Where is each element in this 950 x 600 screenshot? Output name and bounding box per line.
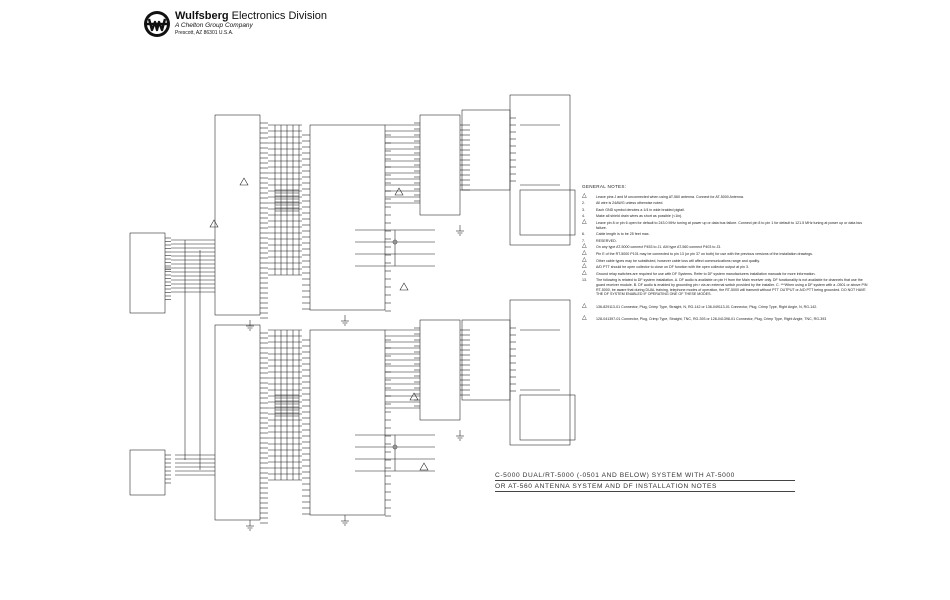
note-item: 3. Each GND symbol denotes a 1/4 in wide … <box>582 208 872 213</box>
warning-triangle-icon: △ <box>582 302 587 309</box>
note-text: Ground relay switches are required for u… <box>596 271 816 276</box>
connector-notes: △ 136-829113-01 Connector, Plug, Crimp Ty… <box>582 302 872 322</box>
note-item: 4. Make all shield drain wires as short a… <box>582 214 872 219</box>
note-item: △ Leave pins J and M unconnected when usi… <box>582 192 872 200</box>
title-underline <box>495 491 795 492</box>
connector-note-text: 128-041397-01 Connector, Plug, Crimp Typ… <box>596 317 827 322</box>
note-triangle-icon <box>209 219 219 228</box>
warning-triangle-icon: △ <box>582 218 587 225</box>
antenna-interface-box <box>419 319 461 421</box>
switch-node <box>392 239 398 245</box>
note-number: 2. <box>582 201 585 206</box>
note-item: 6. Cable length is to be 25 feet max. <box>582 232 872 237</box>
antenna-coupler-box <box>509 94 571 246</box>
note-number: 3. <box>582 207 585 212</box>
notes-list: △ Leave pins J and M unconnected when usi… <box>582 192 872 297</box>
controller-unit-box <box>214 114 261 316</box>
diagram-title: C-5000 DUAL/RT-5000 (-0501 AND BELOW) SY… <box>495 470 795 492</box>
note-item: △ Leave pin 8 or pin 6 open for default t… <box>582 218 872 230</box>
note-item: △ Pin E of the RT-5000 P101 may be connec… <box>582 249 872 257</box>
note-triangle-icon <box>419 462 429 471</box>
connector-note-text: 136-829113-01 Connector, Plug, Crimp Typ… <box>596 304 818 309</box>
warning-triangle-icon: △ <box>582 269 587 276</box>
company-name: Wulfsberg Electronics Division <box>175 10 327 22</box>
antenna-coupler-box <box>509 299 571 446</box>
note-text: Other cable types may be substituted, ho… <box>596 258 760 263</box>
transceiver-box <box>309 124 386 311</box>
note-text: A/D PTT should be open collector to clos… <box>596 265 749 270</box>
note-text: The following is related to DF system in… <box>596 278 868 297</box>
note-text: On any type AT-5000 connect P453 to J1. … <box>596 245 722 250</box>
connector-note: △ 128-041397-01 Connector, Plug, Crimp Ty… <box>582 315 872 322</box>
transceiver-box <box>309 329 386 516</box>
remote-unit-box <box>129 449 166 496</box>
note-item: △ A/D PTT should be open collector to clo… <box>582 263 872 270</box>
diagram-title-line-2: OR AT-560 ANTENNA SYSTEM AND DF INSTALLA… <box>495 483 717 490</box>
note-item: △ On any type AT-5000 connect P453 to J1.… <box>582 243 872 250</box>
note-text: Leave pins J and M unconnected when usin… <box>596 194 744 199</box>
warning-triangle-icon: △ <box>582 192 587 199</box>
receiver-box <box>519 394 576 441</box>
warning-triangle-icon: △ <box>582 256 587 263</box>
note-item: △ Ground relay switches are required for … <box>582 269 872 277</box>
warning-triangle-icon: △ <box>582 315 587 322</box>
company-tagline: A Chelton Group Company <box>175 22 253 29</box>
note-triangle-icon <box>239 177 249 186</box>
notes-heading: GENERAL NOTES: <box>582 184 627 189</box>
note-text: Leave pin 8 or pin 6 open for default to… <box>596 220 863 230</box>
company-address: Prescott, AZ 86301 U.S.A. <box>175 30 234 36</box>
note-text: Cable length is to be 25 feet max. <box>596 232 650 237</box>
diagram-title-line-1: C-5000 DUAL/RT-5000 (-0501 AND BELOW) SY… <box>495 472 735 479</box>
general-notes: GENERAL NOTES: △ Leave pins J and M uncon… <box>582 184 872 322</box>
note-number: 13. <box>582 278 587 283</box>
note-triangle-icon <box>394 187 404 196</box>
note-triangle-icon <box>399 282 409 291</box>
warning-triangle-icon: △ <box>582 263 587 270</box>
receiver-box <box>519 189 576 236</box>
note-item: △ Other cable types may be substituted, h… <box>582 256 872 264</box>
note-number: 7. <box>582 238 585 243</box>
warning-triangle-icon: △ <box>582 249 587 256</box>
switch-node <box>392 444 398 450</box>
note-text: Make all shield drain wires as short as … <box>596 214 683 219</box>
wolf-logo-icon <box>144 11 170 37</box>
note-item: 7. RESERVED. <box>582 239 872 244</box>
antenna-interface-box <box>419 114 461 216</box>
note-text: All wire is 24AWG unless otherwise noted… <box>596 201 664 206</box>
note-number: 6. <box>582 232 585 237</box>
note-item: 2. All wire is 24AWG unless otherwise not… <box>582 201 872 206</box>
note-text: Pin E of the RT-5000 P101 may be connect… <box>596 251 813 256</box>
note-number: 4. <box>582 214 585 219</box>
company-logo-block: Wulfsberg Electronics Division A Chelton… <box>143 10 343 40</box>
title-underline <box>495 480 795 481</box>
connector-note: △ 136-829113-01 Connector, Plug, Crimp Ty… <box>582 302 872 310</box>
control-head-box <box>129 232 166 314</box>
warning-triangle-icon: △ <box>582 243 587 250</box>
note-text: RESERVED. <box>596 238 617 243</box>
controller-unit-box <box>214 324 261 521</box>
note-triangle-icon <box>409 392 419 401</box>
note-text: Each GND symbol denotes a 1/4 in wide br… <box>596 207 685 212</box>
note-item: 13. The following is related to DF system… <box>582 278 872 296</box>
